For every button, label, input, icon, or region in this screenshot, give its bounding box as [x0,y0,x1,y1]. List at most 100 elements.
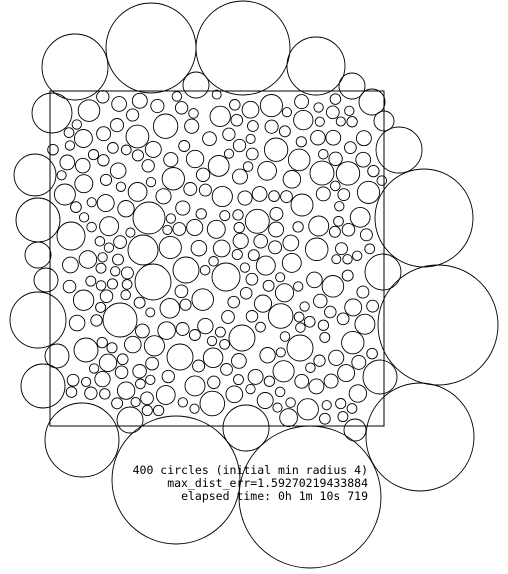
packed-circle [159,298,181,319]
outer-circle-group [9,0,499,569]
packed-circle [335,242,348,256]
packed-circle [310,129,326,146]
packed-circle [59,154,76,171]
packed-circle [211,89,222,100]
packed-circle [141,159,155,173]
packed-circle [214,326,226,338]
packed-circle [335,398,347,410]
packed-circle [239,262,251,273]
packed-circle [155,188,172,205]
packed-circle [141,404,153,416]
packed-circle [98,353,118,372]
packed-circle [99,388,111,400]
packed-circle [306,271,323,289]
packed-circle [209,105,231,128]
packed-circle [85,275,97,287]
packed-circle [47,143,59,156]
packed-circle [293,311,305,323]
packed-circle [86,221,97,233]
packed-circle [331,254,342,265]
packed-circle [152,113,179,139]
boundary-circle [358,88,386,116]
packed-circle [245,147,259,161]
packed-circle [245,272,259,286]
packed-circle [303,315,316,328]
packed-circle [247,120,259,132]
packed-circle [103,242,115,253]
boundary-circle [116,406,144,434]
packed-circle [263,137,289,162]
packed-circle [206,219,226,239]
packed-circle [195,167,211,182]
packed-circle [344,141,357,154]
packed-circle [328,225,341,238]
packed-circle [228,324,256,352]
packed-circle [185,149,205,169]
packed-circle [198,183,212,197]
packed-circle [328,349,345,366]
packed-circle [145,374,156,386]
packed-circle [294,94,310,110]
packed-circle [161,369,175,384]
packed-circle [143,335,165,357]
packed-circle [329,93,342,105]
packed-circle [70,201,82,213]
boundary-circle [338,72,366,100]
packed-circle [94,236,106,247]
packed-circle [157,321,176,340]
packed-circle [328,151,343,166]
packed-circle [175,200,191,216]
packed-circle [259,347,276,364]
packed-circle [106,278,118,290]
packed-circle [348,384,368,403]
packed-circle [268,190,280,202]
packed-circle [127,234,159,266]
packed-circle [335,116,346,127]
packed-circle [197,317,214,335]
packed-circle [330,180,341,192]
packed-circle [341,330,365,355]
packed-circle [268,240,283,255]
packed-circle [279,331,291,342]
packed-circle [99,216,120,237]
packed-circle [75,157,91,174]
packed-circle [99,289,114,303]
packed-circle [165,213,177,224]
packed-circle [232,232,249,249]
packed-circle [107,142,119,154]
packed-circle [346,116,358,128]
packed-circle [272,402,283,413]
packed-circle [290,193,314,217]
packed-circle [109,118,125,133]
packed-circle [264,119,279,134]
boundary-circle [364,253,402,291]
packed-circle [65,386,78,398]
packed-circle [247,368,264,385]
packed-circle [140,391,154,406]
packed-circle [317,319,330,331]
packed-circle [275,272,286,283]
packed-circle [299,301,310,312]
packed-circle [125,124,150,149]
packed-circle [109,162,127,179]
boundary-circle [182,71,210,99]
boundary-circle [375,126,423,174]
packed-circle [116,381,136,400]
packed-circle [287,148,311,172]
packed-circle [262,279,275,292]
packed-circle [359,228,373,242]
packed-circle [342,254,353,265]
packed-circle [304,237,329,262]
packed-circle [351,354,367,370]
boundary-circle [41,33,109,101]
packed-circle [53,183,76,206]
packed-circle [356,285,370,299]
packed-circle [315,186,331,202]
elapsed-time-label: elapsed time: 0h 1m 10s 719 [181,489,368,503]
packed-circle [152,404,165,417]
packed-circle [231,353,247,369]
packed-circle [207,155,230,177]
packed-circle [229,99,241,111]
packed-circle [242,161,254,172]
